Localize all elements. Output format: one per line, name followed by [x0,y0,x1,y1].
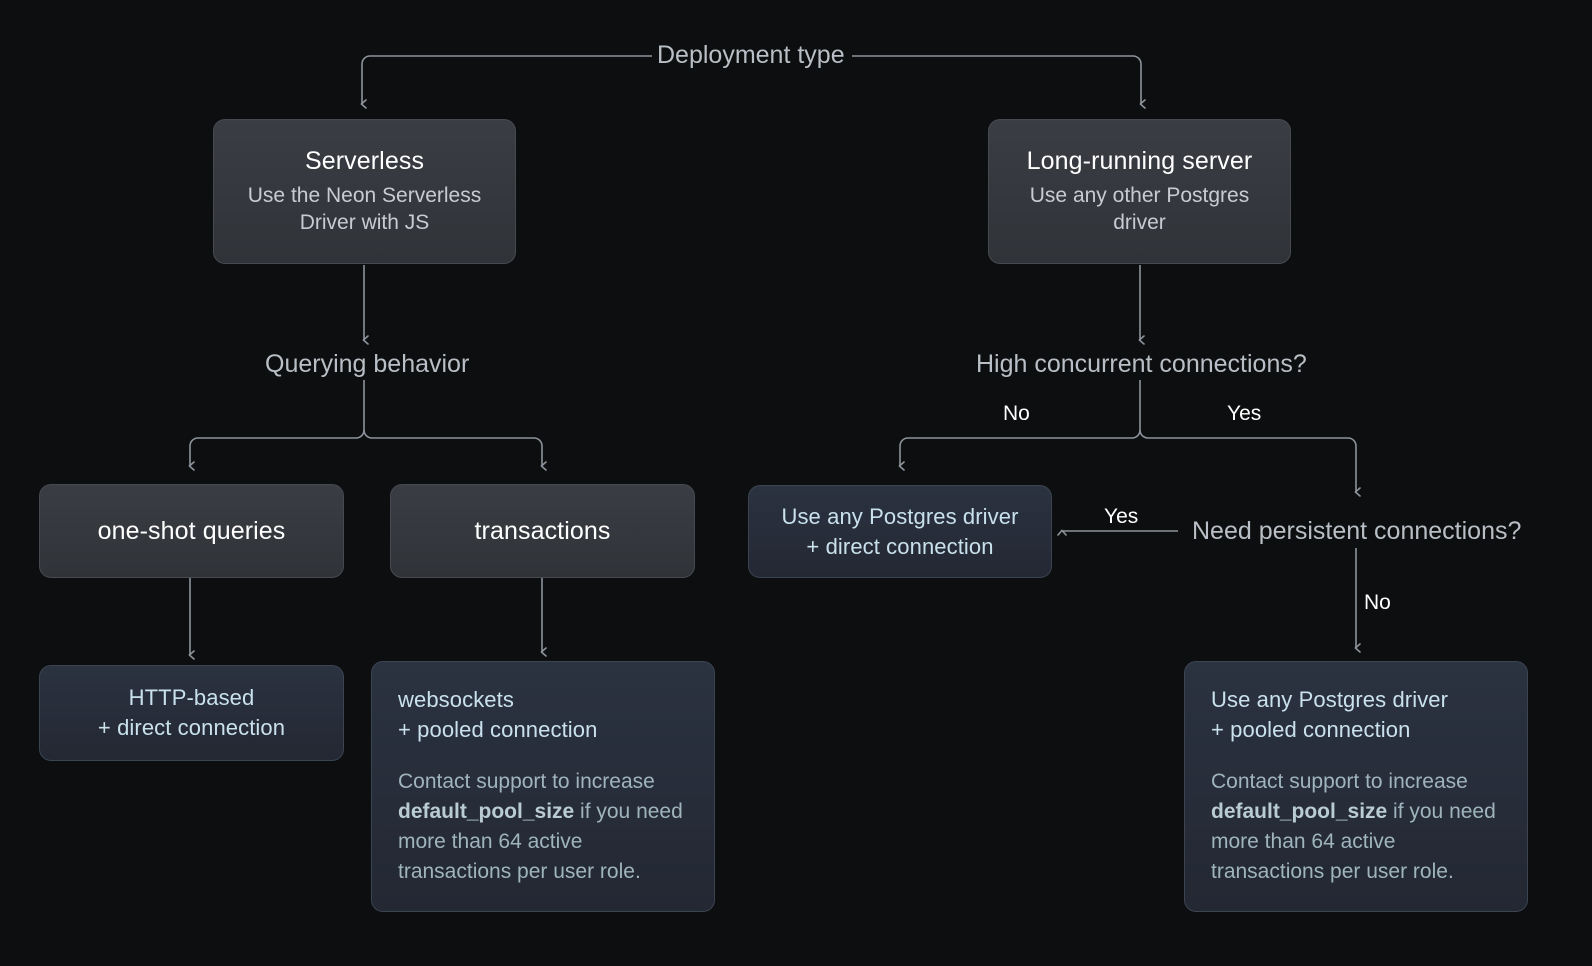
websockets-body-after: if you need more than 64 active transact… [398,799,683,884]
node-http-direct-connection[interactable]: HTTP-based + direct connection [39,665,344,761]
node-serverless-title: Serverless [304,146,425,175]
node-driver-direct-line2: + direct connection [806,533,994,559]
node-long-running-server-title: Long-running server [1026,146,1253,175]
decision-need-persistent-connections: Need persistent connections? [1192,517,1522,545]
driver-pooled-body-before: Contact support to increase [1211,769,1468,793]
websockets-body-before: Contact support to increase [398,769,655,793]
node-websockets-pooled-line1: websockets [398,687,514,713]
node-one-shot-queries[interactable]: one-shot queries [39,484,344,578]
node-driver-pooled-line2: + pooled connection [1211,717,1411,743]
node-transactions[interactable]: transactions [390,484,695,578]
node-transactions-title: transactions [474,516,611,545]
edge-label-concurrent-no: No [1003,402,1030,425]
node-http-direct-line1: HTTP-based [128,685,255,711]
edge-label-concurrent-yes: Yes [1227,402,1262,425]
root-decision-label: Deployment type [657,41,845,69]
driver-pooled-body-after: if you need more than 64 active transact… [1211,799,1496,884]
websockets-body-code: default_pool_size [398,799,575,823]
node-driver-direct-line1: Use any Postgres driver [781,503,1019,529]
driver-pooled-body-code: default_pool_size [1211,799,1388,823]
node-driver-pooled-line1: Use any Postgres driver [1211,687,1449,713]
node-websockets-pooled-connection[interactable]: websockets + pooled connection Contact s… [371,661,715,912]
node-http-direct-line2: + direct connection [97,715,286,740]
edge-label-persistent-yes: Yes [1104,505,1139,528]
node-serverless[interactable]: Serverless Use the Neon Serverless Drive… [213,119,516,264]
node-long-running-server[interactable]: Long-running server Use any other Postgr… [988,119,1291,264]
node-driver-direct-connection[interactable]: Use any Postgres driver + direct connect… [748,485,1052,578]
node-websockets-pooled-body: Contact support to increase default_pool… [398,767,688,888]
node-driver-pooled-connection[interactable]: Use any Postgres driver + pooled connect… [1184,661,1528,912]
node-driver-pooled-body: Contact support to increase default_pool… [1211,767,1501,888]
node-websockets-pooled-line2: + pooled connection [398,717,598,743]
edge-label-persistent-no: No [1364,591,1391,614]
node-serverless-subtitle: Use the Neon Serverless Driver with JS [247,184,482,235]
decision-high-concurrent-connections: High concurrent connections? [976,350,1307,378]
decision-querying-behavior: Querying behavior [265,350,470,378]
node-long-running-server-subtitle: Use any other Postgres driver [1029,184,1250,235]
node-one-shot-queries-title: one-shot queries [97,516,286,545]
